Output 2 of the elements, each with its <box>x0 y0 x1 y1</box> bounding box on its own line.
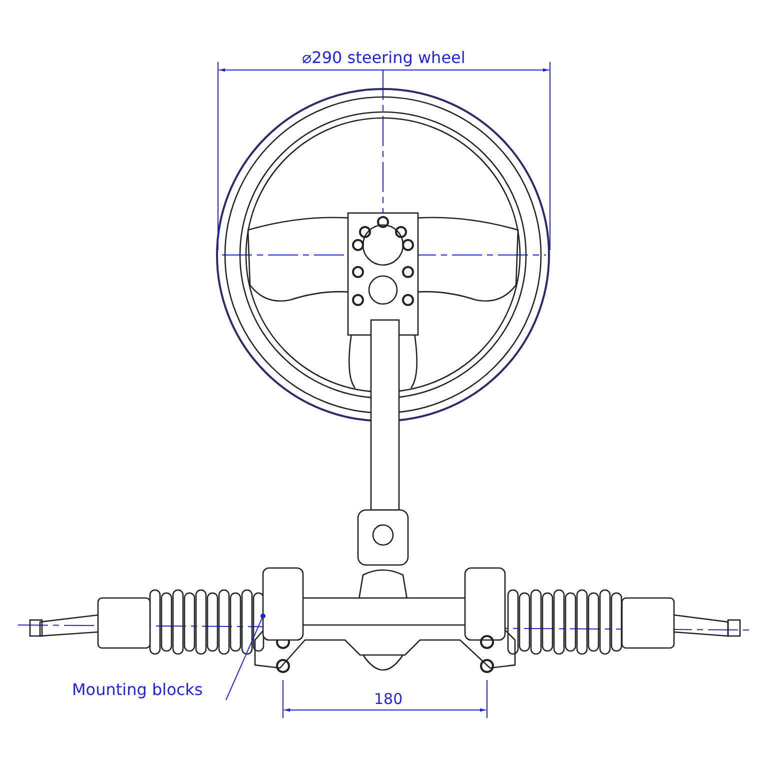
leader-line <box>226 614 266 700</box>
mounting-block <box>262 567 304 641</box>
